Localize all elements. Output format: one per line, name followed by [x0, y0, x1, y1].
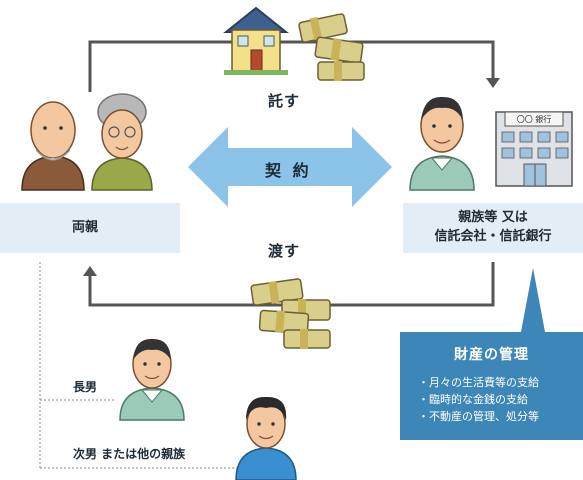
- list-item: 臨時的な金銭の支給: [418, 391, 583, 408]
- entrust-arrowhead: [486, 78, 500, 88]
- parents-title: 両親: [72, 219, 99, 235]
- handover-arrowhead: [83, 266, 97, 276]
- parents-box: 両親: [0, 203, 180, 253]
- entrust-label: 託す: [268, 92, 301, 110]
- house-icon: [223, 6, 289, 75]
- second-son-label: 次男 または他の親族: [73, 447, 186, 461]
- grandfather-icon: [21, 101, 85, 191]
- trustee-line2: 信託会社・信託銀行: [434, 229, 552, 244]
- eldest-son-label: 長男: [73, 380, 98, 394]
- contract-double-arrow: [188, 127, 392, 207]
- entrust-flow-line: [88, 40, 495, 92]
- management-pointer: [521, 268, 545, 332]
- trustee-line1: 親族等 又は: [458, 210, 528, 226]
- list-item: 月々の生活費等の支給: [418, 374, 583, 391]
- management-list: 月々の生活費等の支給 臨時的な金銭の支給 不動産の管理、処分等: [400, 374, 583, 425]
- trustee-box: 親族等 又は 信託会社・信託銀行: [403, 203, 583, 253]
- management-box: 財産の管理 月々の生活費等の支給 臨時的な金銭の支給 不動産の管理、処分等: [400, 332, 583, 440]
- bank-sign: 〇〇 銀行: [516, 115, 552, 124]
- trustee-person-icon: [409, 96, 475, 191]
- bank-building-icon: [495, 111, 573, 187]
- list-item: 不動産の管理、処分等: [418, 408, 583, 425]
- money-bundle-icon: [298, 13, 365, 81]
- contract-label: 契 約: [265, 161, 312, 180]
- eldest-son-icon: [119, 338, 185, 421]
- second-son-icon: [235, 396, 297, 480]
- management-title: 財産の管理: [454, 347, 529, 363]
- handover-label: 渡す: [268, 242, 301, 260]
- family-bracket: [39, 262, 240, 469]
- money-bundle-icon: [250, 278, 331, 349]
- grandmother-icon: [91, 93, 153, 191]
